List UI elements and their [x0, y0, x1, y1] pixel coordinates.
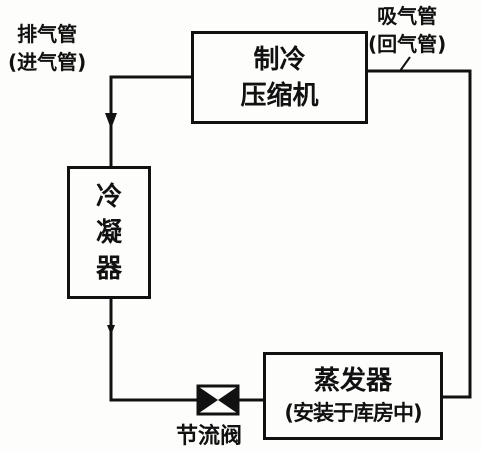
compressor-label-line1: 制冷 — [253, 44, 306, 75]
evaporator-note: (安装于库房中) — [284, 401, 422, 425]
throttle-valve-icon — [196, 384, 240, 416]
discharge-pipe — [109, 75, 191, 166]
suction-pipe — [368, 69, 472, 399]
liquid-pipe — [109, 299, 198, 402]
evaporator-box: 蒸发器 (安装于库房中) — [263, 352, 443, 440]
suction-pipe-label-line2: (回气管) — [368, 32, 447, 56]
condenser-label-char1: 冷 — [95, 181, 122, 212]
compressor-label-line2: 压缩机 — [240, 80, 319, 111]
evaporator-label: 蒸发器 — [313, 366, 392, 396]
condenser-label-char3: 器 — [95, 253, 122, 284]
condenser-box: 冷 凝 器 — [67, 166, 151, 299]
suction-pipe-label: 吸气管 (回气管) — [368, 2, 446, 58]
suction-pipe-label-line1: 吸气管 — [377, 4, 438, 28]
compressor-box: 制冷 压缩机 — [191, 31, 368, 124]
discharge-pipe-label-line1: 排气管 — [17, 22, 78, 46]
throttle-valve-label: 节流阀 — [176, 424, 243, 449]
flow-arrow-down-2 — [107, 325, 115, 335]
suction-leader-line — [399, 56, 411, 72]
discharge-pipe-label-line2: (进气管) — [8, 50, 87, 74]
flow-arrow-down — [105, 113, 117, 129]
discharge-pipe-label: 排气管 (进气管) — [8, 20, 86, 76]
condenser-label-char2: 凝 — [95, 217, 122, 248]
